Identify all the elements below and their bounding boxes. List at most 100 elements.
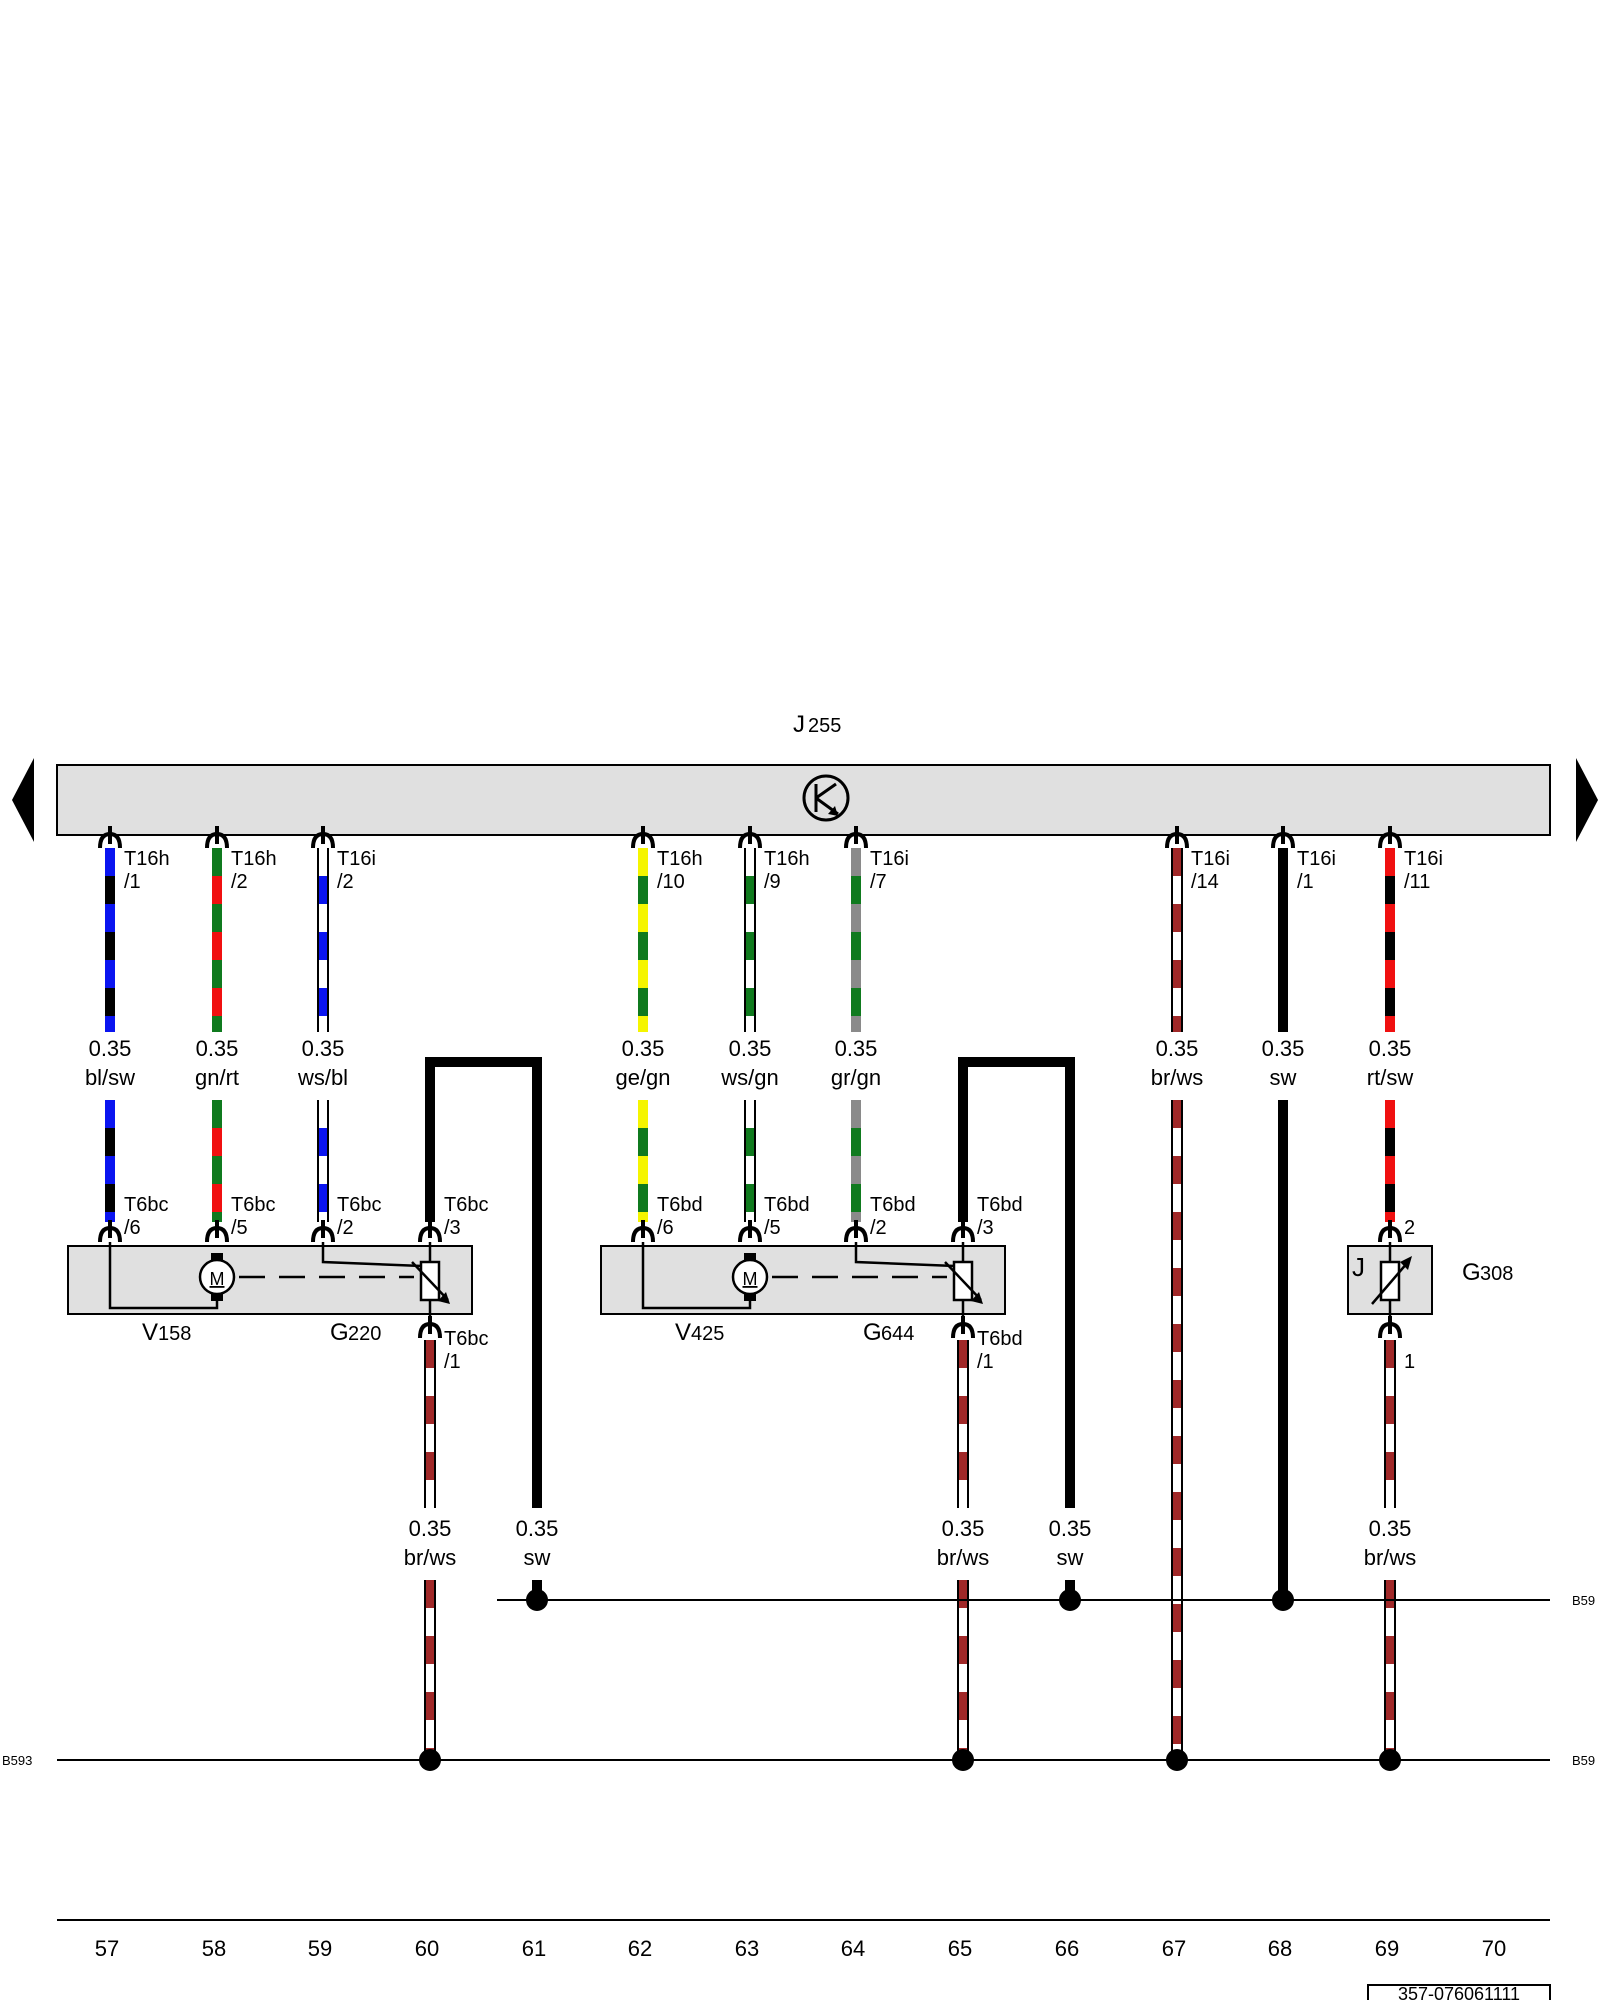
label-G644-number: 644 xyxy=(881,1323,914,1345)
loop-wire-w66 xyxy=(958,1057,1075,1508)
wire-color-59: ws/bl xyxy=(297,1065,348,1090)
column-number-66: 66 xyxy=(1055,1936,1079,1961)
unit-V158-motor-wire xyxy=(108,1242,219,1310)
pin-top-67-conn: T16i xyxy=(1191,848,1230,870)
wire-size-w65: 0.35 xyxy=(942,1516,985,1541)
column-number-63: 63 xyxy=(735,1936,759,1961)
unit-V425-motor-label: M xyxy=(743,1269,758,1289)
splice-dot-upper-61 xyxy=(526,1589,548,1611)
column-number-62: 62 xyxy=(628,1936,652,1961)
label-G644-name: G xyxy=(863,1319,882,1346)
transistor-collector-line xyxy=(815,782,837,800)
pin-comp-59-conn: T6bc xyxy=(337,1194,381,1216)
unit-V425-motor-brush-top xyxy=(744,1253,756,1260)
pin-top-63-pin: /9 xyxy=(764,871,781,893)
column-number-65: 65 xyxy=(948,1936,972,1961)
unit-V425-motor-wire xyxy=(641,1242,752,1310)
doc-number-box xyxy=(1367,1984,1551,2000)
pin-comp-62-pin: /6 xyxy=(657,1217,674,1239)
ground-label-right-lower: B59 xyxy=(1572,1753,1595,1768)
pin-bottom-60-pin: /1 xyxy=(444,1351,461,1373)
G308-arrow-icon xyxy=(1400,1256,1412,1270)
splice-dot-upper-68 xyxy=(1272,1589,1294,1611)
label-G308-number: 308 xyxy=(1480,1263,1513,1285)
pin-top-57-conn: T16h xyxy=(124,848,170,870)
module-number: 255 xyxy=(808,715,841,737)
wire-color-67: br/ws xyxy=(1151,1065,1204,1090)
pin-top-62-conn: T16h xyxy=(657,848,703,870)
unit-V158-box xyxy=(67,1245,473,1315)
wire-size-69: 0.35 xyxy=(1369,1036,1412,1061)
pin-top-58-conn: T16h xyxy=(231,848,277,870)
wire-size-63: 0.35 xyxy=(729,1036,772,1061)
wire-size-58: 0.35 xyxy=(196,1036,239,1061)
pin-top-68-pin: /1 xyxy=(1297,871,1314,893)
pin-top-59-pin: /2 xyxy=(337,871,354,893)
unit-V425-motor-brush-bottom xyxy=(744,1294,756,1301)
unit-V425-box xyxy=(600,1245,1006,1315)
wire-color-w66: sw xyxy=(1057,1545,1084,1570)
ground-label-left: B593 xyxy=(2,1753,32,1768)
pin-comp-64-conn: T6bd xyxy=(870,1194,916,1216)
column-number-59: 59 xyxy=(308,1936,332,1961)
splice-dot-lower-67 xyxy=(1166,1749,1188,1771)
unit-V425-wiper-wire xyxy=(854,1242,956,1268)
pin-comp-65-conn: T6bd xyxy=(977,1194,1023,1216)
column-number-70: 70 xyxy=(1482,1936,1506,1961)
G308-thermistor-icon xyxy=(1379,1260,1401,1302)
unit-V158-wiper-arrow-icon xyxy=(438,1292,450,1304)
loop-wire-w61 xyxy=(425,1057,542,1508)
column-number-67: 67 xyxy=(1162,1936,1186,1961)
module-name: J xyxy=(793,711,805,738)
wire-size-w69b: 0.35 xyxy=(1369,1516,1412,1541)
pin-bottom-60-conn: T6bc xyxy=(444,1328,488,1350)
wire-size-59: 0.35 xyxy=(302,1036,345,1061)
pin-top-69-pin: /11 xyxy=(1404,871,1430,893)
pin-comp-62-conn: T6bd xyxy=(657,1194,703,1216)
wire-size-64: 0.35 xyxy=(835,1036,878,1061)
wire-size-62: 0.35 xyxy=(622,1036,665,1061)
label-V425-name: V xyxy=(675,1319,691,1346)
column-number-61: 61 xyxy=(522,1936,546,1961)
column-number-64: 64 xyxy=(841,1936,865,1961)
arrow-right-icon xyxy=(1576,758,1598,842)
wire-color-63: ws/gn xyxy=(720,1065,778,1090)
label-V425-number: 425 xyxy=(691,1323,724,1345)
label-G308-name: G xyxy=(1462,1259,1481,1286)
pin-bottom-69-pin: 1 xyxy=(1404,1351,1415,1373)
unit-V158-wiper-line xyxy=(411,1261,449,1301)
arrow-left-icon xyxy=(12,758,34,842)
unit-V158-wiper-wire xyxy=(321,1242,423,1268)
components-layer xyxy=(67,826,1433,1339)
G308-slope-line xyxy=(1371,1261,1409,1305)
pin-comp-60-conn: T6bc xyxy=(444,1194,488,1216)
wire-color-w61: sw xyxy=(524,1545,551,1570)
pin-top-58-pin: /2 xyxy=(231,871,248,893)
transistor-symbol-icon xyxy=(802,774,850,822)
label-V158-name: V xyxy=(142,1319,158,1346)
wire-size-w61: 0.35 xyxy=(516,1516,559,1541)
unit-V158-motor-brush-bottom xyxy=(211,1294,223,1301)
splice-dot-lower-65 xyxy=(952,1749,974,1771)
pin-top-63-conn: T16h xyxy=(764,848,810,870)
wire-color-57: bl/sw xyxy=(85,1065,135,1090)
pin-comp-63-conn: T6bd xyxy=(764,1194,810,1216)
wire-size-w60: 0.35 xyxy=(409,1516,452,1541)
pin-top-69-conn: T16i xyxy=(1404,848,1443,870)
label-V158-number: 158 xyxy=(158,1323,191,1345)
unit-V425-wiper-arrow-icon xyxy=(971,1292,983,1304)
wire-color-68: sw xyxy=(1270,1065,1297,1090)
label-G220-number: 220 xyxy=(348,1323,381,1345)
wire-size-68: 0.35 xyxy=(1262,1036,1305,1061)
wire-size-w66: 0.35 xyxy=(1049,1516,1092,1541)
pin-comp-64-pin: /2 xyxy=(870,1217,887,1239)
pin-comp-63-pin: /5 xyxy=(764,1217,781,1239)
pin-top-57-pin: /1 xyxy=(124,871,141,893)
unit-V158-motor-brush-top xyxy=(211,1253,223,1260)
wire-color-58: gn/rt xyxy=(195,1065,239,1090)
splice-dot-lower-60 xyxy=(419,1749,441,1771)
unit-V158-motor-label: M xyxy=(210,1269,225,1289)
pin-comp-57-pin: /6 xyxy=(124,1217,141,1239)
ground-label-right-upper: B59 xyxy=(1572,1593,1595,1608)
